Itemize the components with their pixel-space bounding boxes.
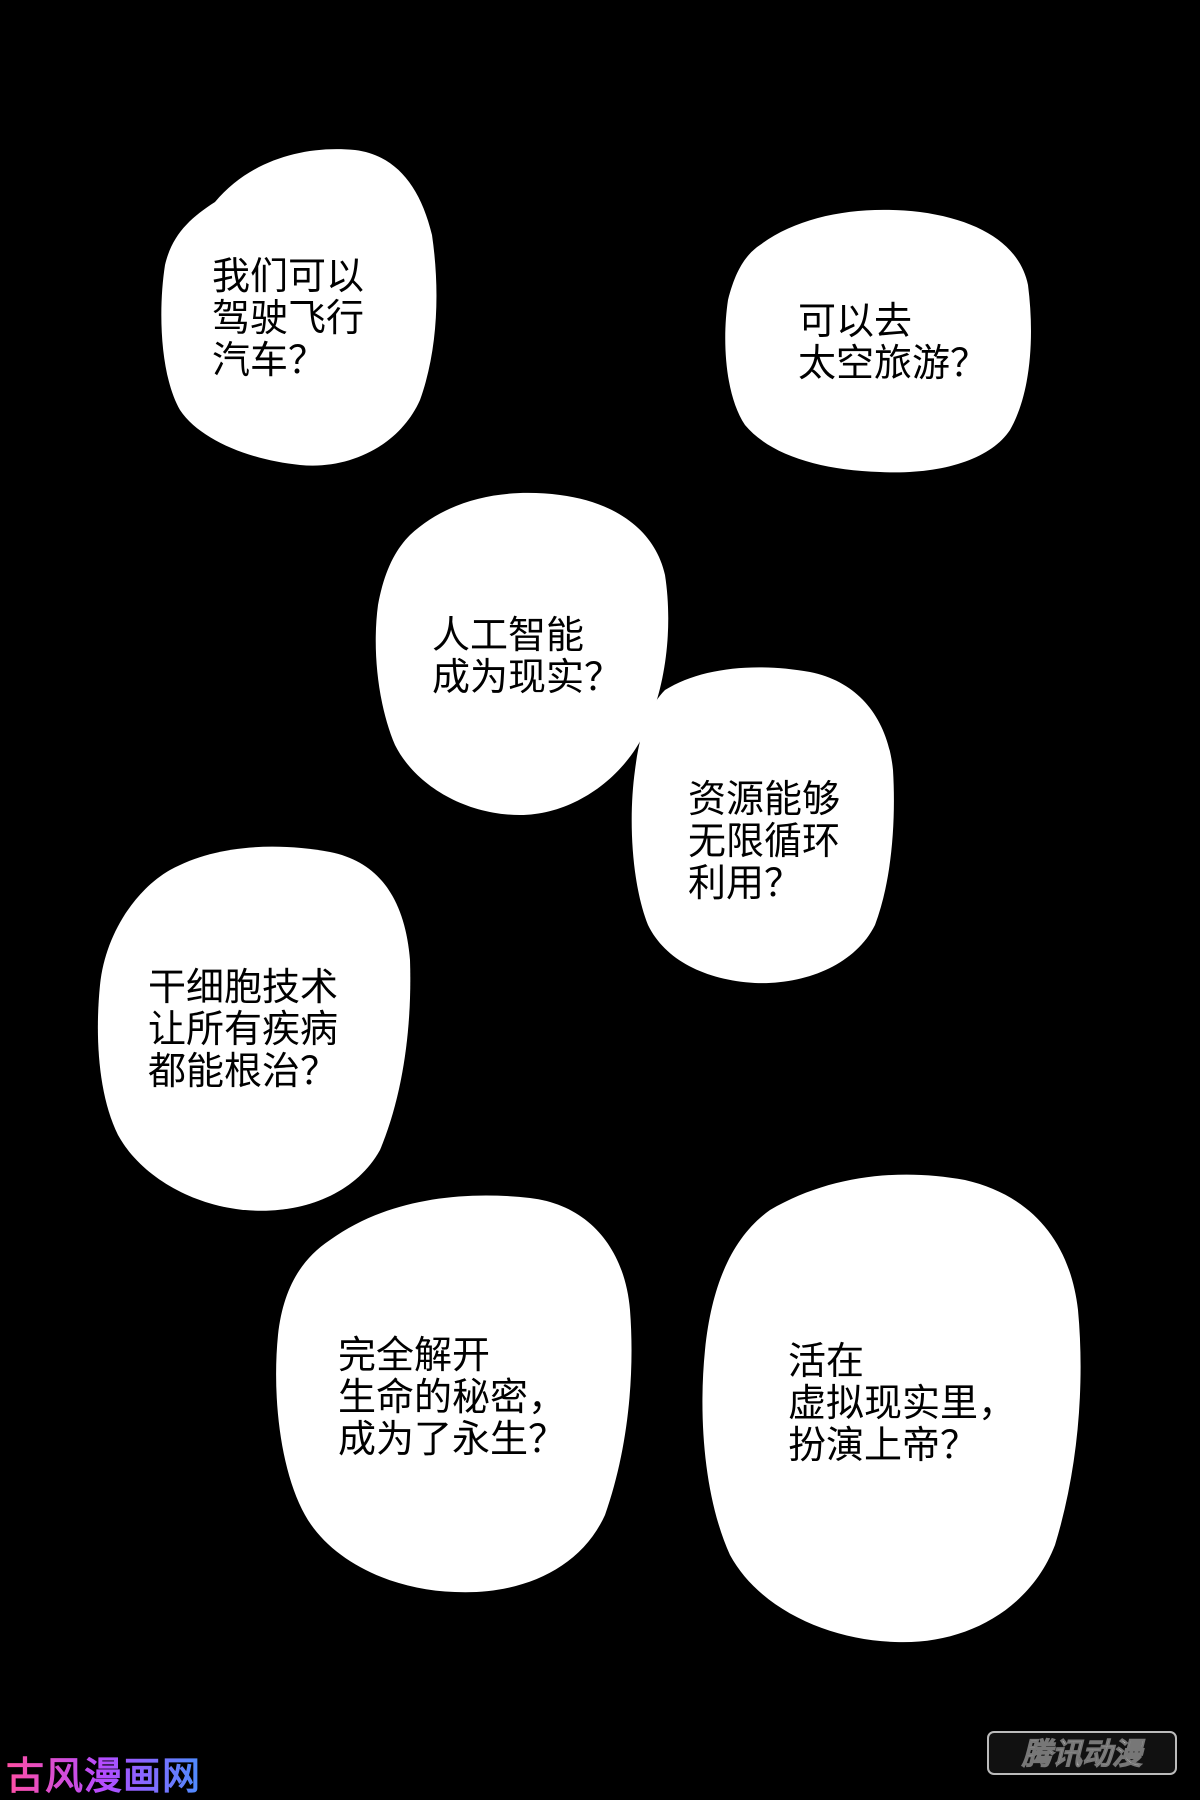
speech-bubble-shape (631, 667, 894, 984)
speech-bubble-text: 干细胞技术 让所有疾病 都能根治？ (148, 966, 338, 1092)
bubble-line: 太空旅游？ (798, 341, 989, 385)
bubble-line: 虚拟现实里， (788, 1381, 1017, 1425)
bubble-line: 活在 (788, 1339, 865, 1383)
speech-bubble-text: 我们可以 驾驶飞行 汽车？ (212, 255, 364, 381)
bubble-line: 人工智能 (432, 613, 585, 657)
bubble-line: 我们可以 (212, 254, 365, 298)
bubble-line: 成为了永生？ (338, 1417, 567, 1461)
site-watermark: 古风漫画网 (6, 1745, 201, 1800)
speech-bubble-text: 资源能够 无限循环 利用？ (688, 778, 840, 904)
bubble-line: 汽车？ (212, 338, 327, 382)
bubble-line: 都能根治？ (148, 1049, 339, 1093)
speech-bubble-text: 人工智能 成为现实？ (432, 614, 622, 698)
speech-bubble-text: 活在 虚拟现实里， 扮演上帝？ (788, 1340, 1016, 1466)
bubble-line: 让所有疾病 (148, 1007, 339, 1051)
speech-bubble-shape (161, 149, 437, 466)
speech-bubble-shape (702, 1174, 1081, 1643)
bubble-line: 无限循环 (688, 819, 841, 863)
publisher-logo-text: 腾讯动漫 (1021, 1737, 1146, 1772)
bubble-line: 生命的秘密， (338, 1375, 567, 1419)
speech-bubble-text: 可以去 太空旅游？ (798, 300, 988, 384)
bubble-line: 扮演上帝？ (788, 1423, 979, 1467)
bubble-line: 成为现实？ (432, 655, 623, 699)
bubble-line: 可以去 (798, 299, 913, 343)
speech-bubble-shape (725, 209, 1031, 473)
publisher-logo: 腾讯动漫 (987, 1731, 1177, 1775)
speech-bubble-shape (97, 846, 411, 1211)
bubble-line: 利用？ (688, 861, 803, 905)
bubble-line: 驾驶飞行 (212, 296, 365, 340)
bubble-line: 干细胞技术 (148, 965, 339, 1009)
speech-bubble-shape (375, 492, 669, 815)
speech-bubble-shape (276, 1195, 632, 1593)
bubble-line: 资源能够 (688, 777, 841, 821)
speech-bubble-text: 完全解开 生命的秘密， 成为了永生？ (338, 1334, 566, 1460)
bubble-line: 完全解开 (338, 1333, 491, 1377)
